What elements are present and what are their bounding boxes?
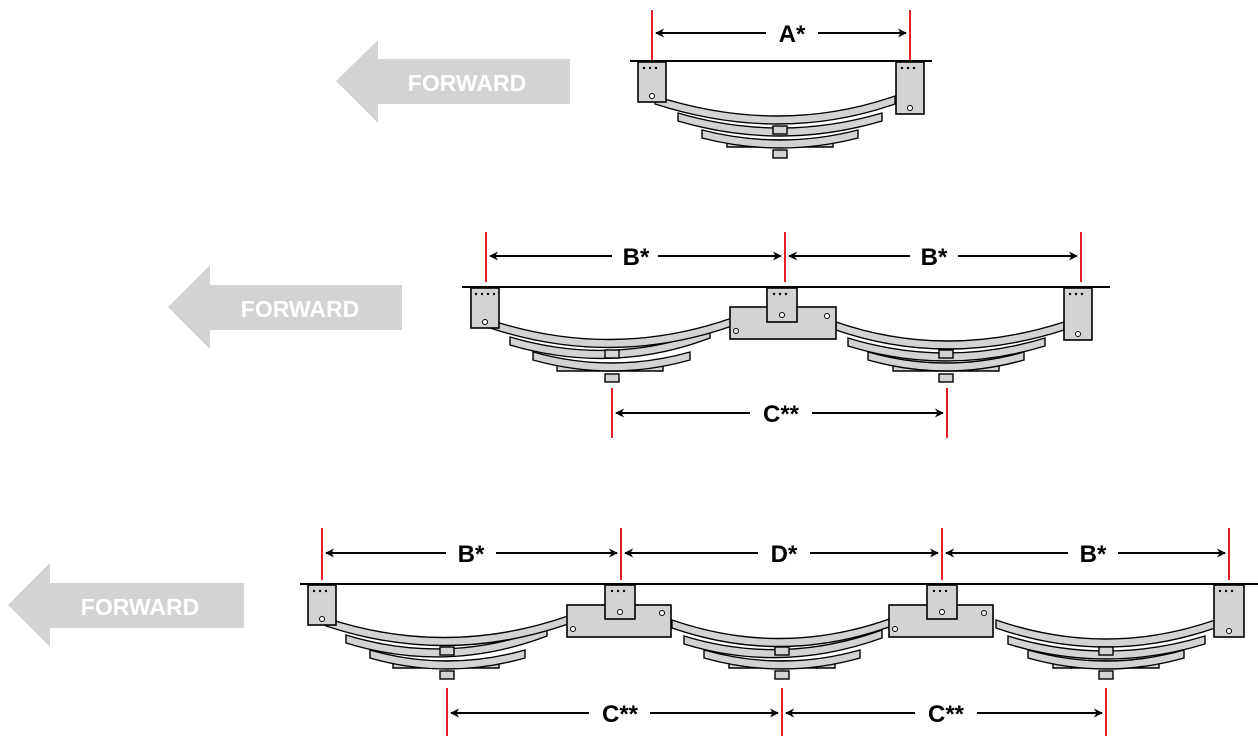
forward-label: FORWARD	[408, 70, 526, 96]
dimension-label-b: B*	[1080, 541, 1107, 568]
dimension-label-c: C**	[602, 701, 639, 728]
leaf-spring	[671, 617, 893, 680]
dimension-label-b: B*	[458, 541, 485, 568]
leaf-spring	[835, 321, 1065, 383]
front-hanger	[470, 287, 500, 329]
forward-arrow: FORWARD	[168, 265, 402, 349]
forward-label: FORWARD	[81, 594, 199, 620]
dimension-label-a: A*	[779, 21, 806, 48]
rear-hanger	[895, 61, 925, 115]
single-axle-diagram: FORWARD A*	[336, 10, 932, 159]
u-bolt-nut	[772, 149, 788, 159]
front-hanger	[637, 61, 667, 103]
leaf-spring	[489, 317, 733, 383]
forward-arrow: FORWARD	[8, 563, 244, 647]
spring-center-clamp	[772, 125, 788, 135]
dimension-label-c: C**	[763, 401, 800, 428]
dimension-label-b: B*	[623, 244, 650, 271]
forward-label: FORWARD	[241, 296, 359, 322]
equalizer	[729, 287, 837, 340]
dimension-label-d: D*	[771, 541, 798, 568]
leaf-spring	[995, 619, 1216, 680]
forward-arrow-shape	[8, 563, 244, 647]
forward-arrow-shape	[336, 40, 570, 123]
triple-axle-diagram: FORWARD B* D* B* C** C**	[8, 528, 1258, 736]
front-hanger	[307, 584, 337, 626]
equalizer	[888, 584, 994, 638]
rear-hanger	[1063, 287, 1093, 341]
leaf-spring	[325, 615, 569, 680]
dimension-label-b: B*	[921, 244, 948, 271]
forward-arrow: FORWARD	[336, 40, 570, 123]
leaf-spring	[654, 95, 896, 159]
dimension-label-c: C**	[928, 701, 965, 728]
forward-arrow-shape	[168, 265, 402, 349]
equalizer	[566, 584, 672, 638]
rear-hanger	[1213, 584, 1245, 638]
tandem-axle-diagram: FORWARD B* B* C**	[168, 232, 1110, 438]
